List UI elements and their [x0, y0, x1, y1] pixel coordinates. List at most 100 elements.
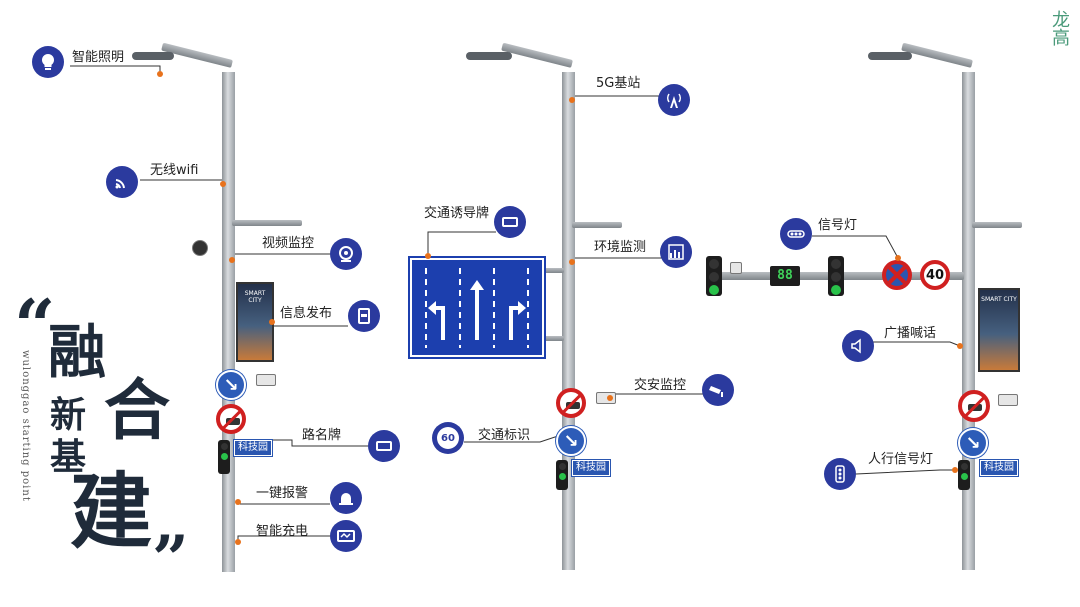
pole-1-street-sign: 科技园 [234, 440, 272, 456]
label-wifi: 无线wifi [150, 163, 199, 178]
pole-2-ped-light [556, 460, 568, 490]
dot-signal [895, 255, 901, 261]
dot-5g [569, 97, 575, 103]
pole-3-street-sign: 科技园 [980, 460, 1018, 476]
leader-ped-light [855, 469, 955, 475]
leader-info [271, 322, 348, 327]
label-video: 视频监控 [262, 236, 315, 251]
speed-icon: 60 [432, 422, 464, 454]
pole-1-no-horn-sign [216, 404, 246, 434]
label-info: 信息发布 [280, 306, 333, 321]
panel-icon [494, 206, 526, 238]
pole-1-direction-sign: ↘ [216, 370, 246, 400]
pole-1-dome-camera [192, 240, 208, 256]
label-env: 环境监测 [594, 240, 647, 255]
pole-3-speed-limit-sign: 40 [920, 260, 950, 290]
pole-1-info-screen: SMART CITY [236, 282, 274, 362]
antenna-icon [658, 84, 690, 116]
slogan-char-2: 合 [104, 371, 170, 449]
label-charge: 智能充电 [256, 524, 309, 539]
pole-2-guide-bracket-bottom [540, 336, 564, 341]
label-lighting: 智能照明 [72, 50, 125, 65]
label-5g: 5G基站 [596, 76, 641, 91]
leader-5g [571, 95, 660, 100]
label-traffic-sign: 交通标识 [478, 428, 531, 443]
label-signal: 信号灯 [818, 218, 858, 233]
leader-wifi [140, 179, 224, 184]
pole-2-direction-sign: ↘ [556, 426, 586, 456]
slogan-char-1: 融 [48, 318, 107, 386]
dot-env [569, 259, 575, 265]
leader-signal [812, 235, 899, 259]
leader-env [571, 257, 662, 262]
dot-video [229, 257, 235, 263]
display-icon [348, 300, 380, 332]
pole-1-bullet-camera [256, 374, 276, 386]
brand-seal: 龙高 [1049, 10, 1070, 46]
pole-3-bullet-camera [998, 394, 1018, 406]
label-street-sign: 路名牌 [302, 428, 342, 443]
slogan-char-5: 建 [70, 464, 153, 560]
pole-3-signal-light-2 [828, 256, 844, 296]
leader-video [231, 253, 330, 260]
pole-3-no-horn-sign [958, 390, 990, 422]
leader-alarm [237, 502, 330, 505]
traffic-light-icon [780, 218, 812, 250]
charge-icon [330, 520, 362, 552]
label-alarm: 一键报警 [256, 486, 309, 501]
pole-3-lamp-head [868, 52, 912, 60]
dot-charge [235, 539, 241, 545]
dot-broadcast [957, 343, 963, 349]
slogan-char-3: 新 [50, 394, 87, 436]
pole-1-ped-light [218, 440, 230, 474]
pedestrian-light-icon [824, 458, 856, 490]
camera-icon [330, 238, 362, 270]
pole-3-lamp-arm-right [972, 222, 1022, 228]
pole-2-street-sign: 科技园 [572, 460, 610, 476]
pole-3-shaft [962, 72, 975, 570]
pole-3-small-camera [730, 262, 742, 274]
dot-wifi [220, 181, 226, 187]
leader-traffic-cam [609, 393, 704, 398]
pole-2-lamp-head [466, 52, 512, 60]
pole-2-mid-arm [572, 222, 622, 228]
label-traffic-cam: 交安监控 [634, 378, 687, 393]
pole-3-info-screen: SMART CITY [978, 288, 1020, 372]
dot-info [269, 319, 275, 325]
pole-2-guide-bracket-top [540, 268, 564, 273]
slogan-quote-close: ” [152, 522, 189, 597]
dot-guide [425, 253, 431, 259]
leader-broadcast [860, 341, 961, 347]
chart-icon [660, 236, 692, 268]
cctv-icon [702, 374, 734, 406]
speaker-icon [842, 330, 874, 362]
pole-3-no-parking-sign [882, 260, 912, 290]
wifi-icon [106, 166, 138, 198]
slogan-quote-open: “ [14, 283, 56, 368]
pole-3-ped-light [958, 460, 970, 490]
pole-3-signal-light-1 [706, 256, 722, 296]
pole-1-shaft [222, 72, 235, 572]
leader-traffic-sign [464, 435, 559, 443]
bulb-icon [32, 46, 64, 78]
slogan-english-vertical: wulonggao starting point [20, 350, 31, 502]
pole-2-shaft [562, 72, 575, 570]
alarm-icon [330, 482, 362, 514]
pole-2-no-horn-sign [556, 388, 586, 418]
label-ped-light: 人行信号灯 [868, 452, 934, 467]
pole-2-traffic-camera [596, 392, 616, 404]
pole-3-countdown: 88 [770, 266, 800, 286]
dot-traffic-cam [607, 395, 613, 401]
dot-lighting [157, 71, 163, 77]
dot-alarm [235, 499, 241, 505]
slogan-char-4: 基 [50, 436, 87, 478]
guide-board-lanes [425, 268, 529, 348]
sign-icon [368, 430, 400, 462]
dot-ped-light [952, 467, 958, 473]
pole-3-direction-sign: ↘ [958, 428, 988, 458]
pole-1-lamp-head [132, 52, 174, 60]
label-guide: 交通诱导牌 [424, 206, 490, 221]
traffic-guide-board [410, 258, 544, 357]
leader-lighting [70, 65, 161, 74]
